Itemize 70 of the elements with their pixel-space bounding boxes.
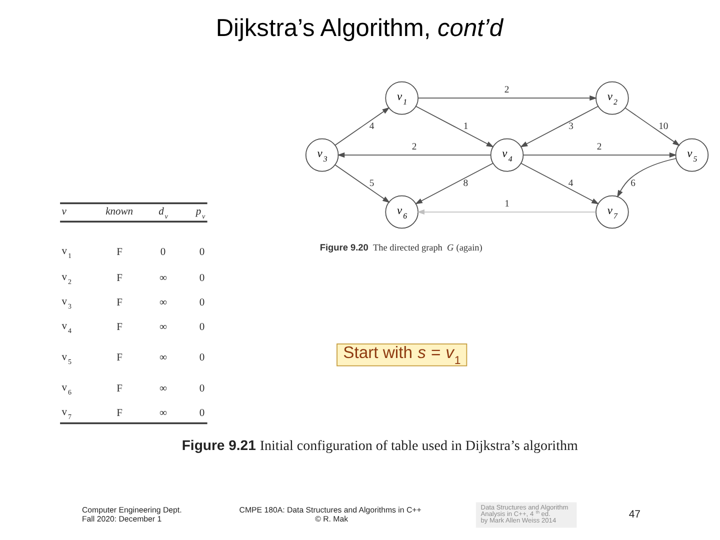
label: 0 [160, 246, 166, 258]
label: ∞ [160, 407, 168, 418]
label: v$_{7}$ [62, 406, 72, 420]
arrow [520, 162, 600, 204]
node-circle: v$_{6}$ [385, 194, 418, 228]
label: F [116, 272, 122, 284]
label: F [116, 382, 122, 394]
diagram-title: Dijkstra’s Algorithm, cont’d [216, 14, 503, 42]
label: v$_{6}$ [62, 382, 72, 396]
label: F [116, 352, 122, 364]
label: 0 [199, 382, 205, 394]
arrow [334, 164, 390, 202]
label: 0 [199, 352, 205, 364]
edge-label: 4 [568, 177, 574, 188]
arrow [522, 152, 677, 158]
arrow [416, 105, 494, 147]
edge-label: 2 [504, 84, 510, 96]
label: v$_{3}$ [62, 296, 72, 310]
node-circle: v$_{4}$ [490, 138, 524, 172]
label: ∞ [160, 382, 168, 394]
label: ∞ [160, 272, 168, 284]
label: d$_{v}$ [158, 206, 168, 220]
label: 0 [199, 272, 205, 284]
label: Figure 9.20 The directed graph G (again) [320, 242, 482, 252]
edge-label: 4 [369, 120, 374, 132]
node-circle: v$_{1}$ [385, 80, 418, 114]
label: 47 [628, 508, 641, 520]
label: 0 [199, 321, 205, 332]
node-circle: v$_{3}$ [305, 138, 339, 172]
label: known [106, 206, 134, 217]
label: CMPE 180A: Data Structures and Algorithms in C++ © R. Mak [239, 505, 422, 523]
label: v$_{5}$ [62, 351, 72, 366]
arrow [520, 105, 598, 147]
label: Computer Engineering Dept. Fall 2020: December 1 [82, 505, 182, 523]
edge-label: 3 [568, 120, 574, 132]
label: Figure 9.21 Initial configuration of table used in Dijkstra’s algorithm [182, 436, 578, 454]
node-circle: v$_{7}$ [596, 194, 629, 228]
edge-label: 8 [463, 177, 468, 188]
arrow [624, 107, 680, 146]
arrow [617, 158, 676, 198]
arrow [337, 152, 492, 158]
edge-label: 5 [369, 177, 374, 188]
edge-label: 6 [630, 177, 636, 188]
label: v$_{4}$ [62, 320, 72, 335]
arrow [334, 106, 390, 146]
label: F [116, 296, 122, 308]
label: 0 [199, 296, 205, 308]
edge-label: 2 [412, 141, 417, 152]
node-circle: v$_{2}$ [596, 80, 629, 114]
label: ∞ [160, 352, 168, 364]
label: v$_{2}$ [62, 272, 72, 286]
label: F [116, 321, 122, 332]
label: v [62, 206, 66, 217]
node-box: Start with s = v$_{1}$ [336, 342, 468, 366]
node-circle: v$_{5}$ [675, 138, 709, 172]
label: 0 [199, 407, 205, 418]
label: p$_{v}$ [196, 206, 206, 220]
edge-label: 10 [658, 120, 668, 132]
edge-label: 2 [596, 141, 602, 152]
label: v$_{1}$ [62, 246, 72, 260]
arrow [418, 94, 598, 100]
label: F [116, 407, 122, 418]
arrow [414, 162, 494, 204]
label: 0 [199, 246, 205, 258]
label: ∞ [160, 296, 168, 308]
label: ∞ [160, 321, 168, 332]
edge-label: 1 [463, 120, 468, 132]
label: F [116, 246, 122, 258]
arrow [417, 208, 596, 214]
edge-label: 1 [504, 198, 510, 210]
